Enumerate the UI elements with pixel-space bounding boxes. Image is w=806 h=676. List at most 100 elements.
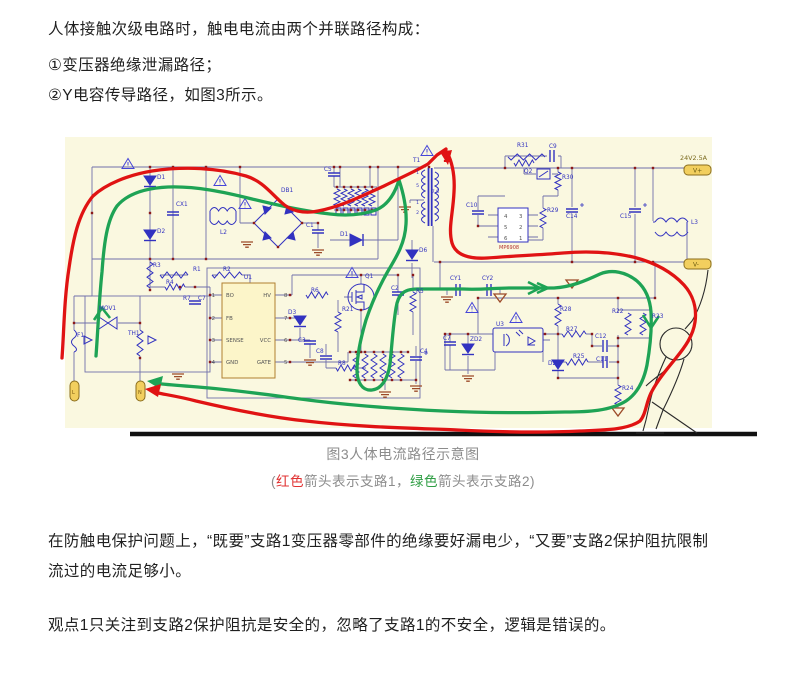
svg-text:R28: R28: [560, 307, 572, 313]
svg-text:MP6908: MP6908: [499, 245, 519, 251]
caption-open: (: [270, 474, 276, 489]
svg-text:R8: R8: [338, 361, 346, 367]
svg-text:R21: R21: [342, 307, 354, 313]
caption-mid: 箭头表示支路1，: [303, 474, 410, 489]
svg-text:C15: C15: [620, 214, 632, 220]
person-sketch-icon: [636, 269, 709, 434]
svg-text:3: 3: [212, 338, 215, 344]
svg-text:GND: GND: [226, 360, 238, 366]
svg-text:C2: C2: [391, 286, 399, 292]
svg-text:D3: D3: [288, 310, 296, 316]
svg-text:R30: R30: [562, 175, 574, 181]
svg-text:7,8: 7,8: [432, 189, 439, 195]
svg-text:C12: C12: [595, 334, 607, 340]
svg-text:D1: D1: [157, 175, 165, 181]
svg-text:SENSE: SENSE: [226, 338, 244, 344]
paragraph-intro: 人体接触次级电路时，触电电流由两个并联路径构成：: [48, 21, 430, 38]
svg-text:V-: V-: [693, 262, 699, 269]
svg-text:CY2: CY2: [482, 276, 493, 282]
branch1-red-path: [60, 147, 698, 434]
svg-text:R25: R25: [573, 354, 585, 360]
svg-text:4: 4: [504, 214, 508, 220]
svg-text:C7: C7: [443, 336, 451, 342]
svg-text:HV: HV: [263, 293, 271, 299]
svg-text:5: 5: [284, 360, 287, 366]
svg-text:R29: R29: [547, 208, 559, 214]
svg-text:5: 5: [504, 225, 507, 231]
caption-green-word: 绿色: [410, 474, 438, 489]
caption-red-word: 红色: [275, 474, 304, 489]
svg-text:MOV1: MOV1: [99, 306, 116, 312]
svg-text:VCC: VCC: [260, 338, 271, 344]
paragraph-item-2: ②Y电容传导路径，如图3所示。: [48, 87, 273, 104]
svg-text:3: 3: [519, 214, 522, 220]
svg-text:R3: R3: [153, 263, 161, 269]
svg-text:ZD2: ZD2: [470, 337, 482, 343]
warning-triangle-icon: [121, 144, 523, 323]
svg-text:R23: R23: [652, 314, 664, 320]
svg-text:T1: T1: [412, 158, 421, 164]
paragraph-analysis-line: 流过的电流足够小。: [48, 563, 192, 580]
svg-text:GATE: GATE: [257, 360, 272, 366]
schematic-wires: [73, 155, 688, 408]
svg-text:1: 1: [416, 200, 419, 206]
svg-text:R4: R4: [166, 280, 174, 286]
output-connector-pins: [683, 164, 712, 270]
svg-text:6: 6: [284, 338, 288, 344]
svg-text:Q2: Q2: [524, 169, 533, 175]
svg-text:2: 2: [212, 316, 215, 322]
paragraph-item-1: ①变压器绝缘泄漏路径；: [48, 57, 222, 74]
input-connector-pins: [69, 380, 146, 402]
svg-text:BO: BO: [226, 293, 234, 299]
svg-text:CX1: CX1: [176, 202, 188, 208]
svg-text:C14: C14: [566, 214, 578, 220]
svg-text:R2: R2: [223, 267, 231, 273]
paragraph-analysis: 在防触电保护问题上，“既要”支路1变压器零部件的绝缘要好漏电少，“又要”支路2保…: [48, 527, 760, 587]
svg-text:C11: C11: [596, 357, 608, 363]
transformer-t1: [421, 168, 439, 226]
svg-text:6: 6: [504, 236, 508, 242]
svg-text:4: 4: [212, 360, 216, 366]
svg-text:C5: C5: [324, 167, 332, 173]
svg-text:C7: C7: [198, 296, 206, 302]
svg-text:C3: C3: [298, 338, 306, 344]
svg-text:1: 1: [416, 170, 419, 176]
svg-text:C10: C10: [466, 203, 478, 209]
svg-text:D1: D1: [340, 232, 348, 238]
svg-text:D2: D2: [157, 229, 165, 235]
svg-text:7: 7: [284, 316, 287, 322]
svg-text:CY1: CY1: [450, 276, 461, 282]
svg-text:F1: F1: [77, 333, 84, 339]
svg-text:U1: U1: [244, 274, 252, 281]
svg-text:R31: R31: [517, 143, 529, 149]
svg-text:1: 1: [212, 293, 215, 299]
svg-text:R1: R1: [193, 267, 201, 273]
svg-text:U3: U3: [496, 322, 504, 328]
svg-text:C4: C4: [420, 349, 428, 355]
svg-text:C8: C8: [316, 349, 324, 355]
svg-text:TH1: TH1: [127, 331, 140, 337]
svg-text:5: 5: [416, 183, 419, 189]
svg-text:V+: V+: [693, 168, 702, 175]
branch1-marker: 1: [442, 147, 453, 166]
svg-text:R24: R24: [622, 386, 634, 392]
figure-caption-note: (红色箭头表示支路1，绿色箭头表示支路2): [14, 470, 792, 490]
svg-text:2: 2: [416, 210, 419, 216]
svg-text:D2: D2: [548, 361, 556, 367]
figure-caption-title: 图3人体电流路径示意图: [326, 446, 480, 462]
svg-text:R7: R7: [183, 296, 191, 302]
svg-text:L3: L3: [691, 220, 698, 226]
svg-text:24V2.5A: 24V2.5A: [680, 154, 708, 162]
svg-text:D6: D6: [419, 248, 427, 254]
svg-text:FB: FB: [226, 316, 233, 322]
svg-text:DB1: DB1: [281, 188, 293, 194]
svg-text:N: N: [138, 390, 142, 396]
paragraph-conclusion: 观点1只关注到支路2保护阻抗是安全的，忽略了支路1的不安全，逻辑是错误的。: [48, 617, 616, 634]
svg-text:R5: R5: [416, 289, 424, 295]
caption-tail: 箭头表示支路2): [438, 474, 536, 489]
svg-text:L: L: [72, 390, 75, 396]
